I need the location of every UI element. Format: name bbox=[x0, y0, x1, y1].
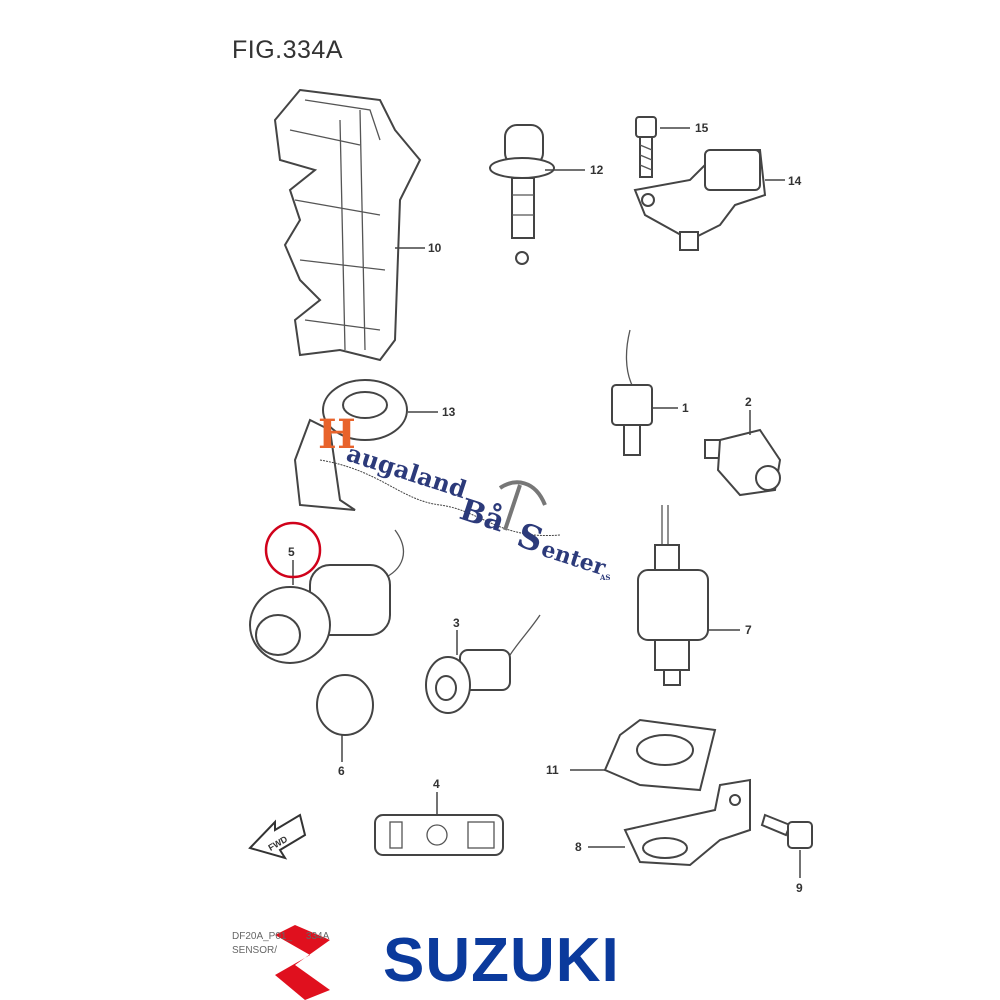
part-15-bolt[interactable]: 15 bbox=[635, 116, 709, 178]
figure-title: FIG.334A bbox=[232, 36, 343, 64]
part-8-bracket[interactable]: 8 bbox=[575, 778, 751, 867]
callout-15: 15 bbox=[695, 121, 709, 135]
part-4-label[interactable]: 4 bbox=[374, 777, 504, 856]
callout-8: 8 bbox=[575, 840, 582, 854]
part-14-pressure-sensor[interactable]: 14 bbox=[633, 149, 802, 251]
part-12-sensor[interactable]: 12 bbox=[489, 124, 604, 265]
part-9-bolt[interactable]: 9 bbox=[760, 813, 813, 895]
svg-text:Bå: Bå bbox=[456, 492, 509, 539]
suzuki-logo-icon bbox=[275, 925, 330, 1000]
callout-11: 11 bbox=[546, 763, 559, 777]
svg-text:AS: AS bbox=[599, 573, 611, 582]
part-11-plate[interactable]: 11 bbox=[546, 718, 717, 792]
callout-7: 7 bbox=[745, 623, 752, 637]
part-1-sensor[interactable]: 1 bbox=[611, 329, 689, 456]
svg-text:enter: enter bbox=[538, 536, 609, 581]
callout-6: 6 bbox=[338, 764, 345, 778]
callout-9: 9 bbox=[796, 881, 803, 895]
part-13-grommet[interactable]: 13 bbox=[293, 379, 456, 511]
callout-4: 4 bbox=[433, 777, 440, 791]
part-2-knock-sensor[interactable]: 2 bbox=[704, 395, 782, 497]
part-7-sensor[interactable]: 7 bbox=[637, 505, 752, 686]
figure-footer: DF20A_P01_ 334A SENSOR/ bbox=[232, 930, 329, 958]
callout-1: 1 bbox=[682, 401, 689, 415]
part-6-cap[interactable]: 6 bbox=[316, 674, 374, 778]
callout-12: 12 bbox=[590, 163, 604, 177]
callout-5: 5 bbox=[288, 545, 295, 559]
figure-code: DF20A_P01_ 334A bbox=[232, 931, 330, 942]
callout-14: 14 bbox=[788, 174, 802, 188]
suzuki-wordmark: SUZUKI bbox=[383, 926, 620, 995]
part-10-bracket[interactable]: 10 bbox=[273, 88, 442, 362]
part-5-sensor[interactable]: 5 bbox=[249, 521, 404, 664]
callout-13: 13 bbox=[442, 405, 456, 419]
figure-caption: SENSOR/ bbox=[232, 945, 278, 956]
callout-2: 2 bbox=[745, 395, 752, 409]
fwd-arrow-icon: FWD bbox=[248, 813, 307, 860]
callout-3: 3 bbox=[453, 616, 460, 630]
part-3-sensor[interactable]: 3 bbox=[425, 614, 541, 714]
callout-10: 10 bbox=[428, 241, 442, 255]
highlight-circle bbox=[264, 521, 322, 579]
svg-text:H: H bbox=[318, 411, 356, 458]
